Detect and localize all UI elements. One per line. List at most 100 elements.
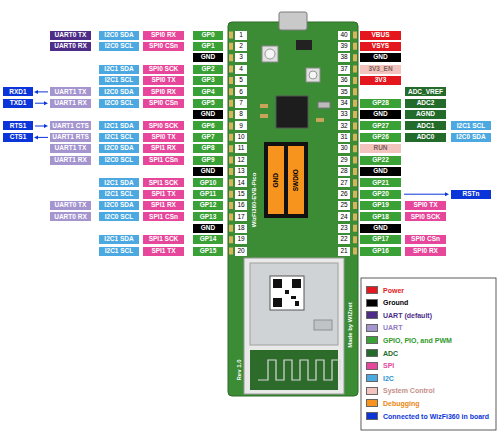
rp2040-chip — [276, 96, 308, 128]
pin-label: VBUS — [360, 31, 401, 40]
pin-label: UART1 TX — [50, 87, 91, 96]
pin-label: SPI0 TX — [143, 133, 184, 142]
pin-label: UART1 RX — [50, 156, 91, 165]
qr-code — [270, 276, 304, 310]
smd-part — [316, 118, 324, 122]
legend-text: ADC — [383, 350, 398, 357]
board-marking: Made by WIZnet — [347, 301, 353, 349]
pin-label: I2C0 SCL — [99, 42, 139, 51]
wire-arrowhead — [44, 124, 48, 128]
pin-number: 12 — [235, 156, 247, 165]
pcb — [228, 22, 358, 396]
pin-label: UART0 RX — [50, 42, 91, 51]
pin-label: SPI0 SCK — [143, 121, 184, 130]
pin-label: I2C1 SCL — [99, 133, 139, 142]
wire-arrowhead — [34, 90, 38, 94]
pin-label: GND — [193, 224, 223, 233]
pin-number: 33 — [338, 110, 350, 119]
pin-label: GP6 — [193, 121, 223, 130]
signal-wire — [35, 126, 45, 127]
pin-number: 32 — [338, 121, 350, 130]
qr-mark — [285, 290, 289, 294]
pin-label: UART0 RX — [50, 212, 91, 221]
pin-number: 17 — [235, 212, 247, 221]
pin-label: SPI0 RX — [405, 247, 446, 256]
pin-label: SPI1 SCK — [143, 235, 184, 244]
legend-swatch — [366, 387, 378, 395]
wire-arrowhead — [44, 101, 48, 105]
pin-number: 26 — [338, 190, 350, 199]
pin-number: 10 — [235, 133, 247, 142]
pin-label: I2C0 SDA — [99, 201, 139, 210]
legend-text: GPIO, PIO, and PWM — [383, 337, 452, 344]
pin-number: 2 — [235, 42, 247, 51]
pin-label: GP17 — [360, 235, 401, 244]
pin-label: SPI0 TX — [143, 76, 184, 85]
legend-row: SPI — [366, 361, 394, 371]
usb-connector — [279, 12, 307, 30]
pin-label: I2C1 SCL — [99, 76, 139, 85]
pin-number: 39 — [338, 42, 350, 51]
pin-label: GP3 — [193, 76, 223, 85]
pin-label: VSYS — [360, 42, 401, 51]
pin-label: AGND — [405, 110, 446, 119]
pin-label: RSTn — [451, 190, 491, 199]
pin-number: 18 — [235, 224, 247, 233]
pin-label: GP21 — [360, 178, 401, 187]
pin-label: UART1 TX — [50, 144, 91, 153]
flash-chip — [296, 40, 312, 50]
legend-row: System Control — [366, 386, 435, 396]
legend-row: UART — [366, 323, 402, 333]
pin-number: 35 — [338, 87, 350, 96]
pin-label: GP18 — [360, 212, 401, 221]
pin-number: 29 — [338, 156, 350, 165]
pin-number: 16 — [235, 201, 247, 210]
pin-label: 3V3 — [360, 76, 401, 85]
legend-row: I2C — [366, 373, 394, 383]
pin-label: GP20 — [360, 190, 401, 199]
pin-label: GND — [360, 110, 401, 119]
signal-wire — [404, 194, 446, 195]
legend-text: System Control — [383, 387, 435, 394]
pin-label: GP4 — [193, 87, 223, 96]
legend-row: Ground — [366, 298, 408, 308]
legend-text: Power — [383, 287, 404, 294]
pin-label: SPI1 RX — [143, 144, 184, 153]
pin-label: GP2 — [193, 65, 223, 74]
pin-label: GP7 — [193, 133, 223, 142]
button-cap — [265, 49, 275, 59]
pin-number: 20 — [235, 247, 247, 256]
legend-swatch — [366, 399, 378, 407]
pin-label: RUN — [360, 144, 401, 153]
crystal — [318, 102, 330, 108]
wizfi360-module — [244, 258, 344, 394]
pin-label: I2C1 SDA — [99, 178, 139, 187]
smd-part — [260, 104, 268, 108]
legend-swatch — [366, 374, 378, 382]
pin-label: I2C1 SCL — [451, 121, 491, 130]
pin-number: 1 — [235, 31, 247, 40]
pin-label: UART1 CTS — [50, 121, 91, 130]
pin-label: SPI0 RX — [143, 87, 184, 96]
pin-label: ADC0 — [405, 133, 446, 142]
pin-number: 15 — [235, 190, 247, 199]
pin-label: GND — [193, 110, 223, 119]
pin-label: GP5 — [193, 99, 223, 108]
pin-number: 6 — [235, 87, 247, 96]
pin-label: SPI1 CSn — [143, 212, 184, 221]
pin-label: TXD1 — [3, 99, 33, 108]
pin-label: RXD1 — [3, 87, 33, 96]
pin-number: 23 — [338, 224, 350, 233]
pin-label: GP12 — [193, 201, 223, 210]
module-marking — [314, 320, 332, 330]
pin-label: GP8 — [193, 144, 223, 153]
pin-label: GP16 — [360, 247, 401, 256]
qr-mark — [273, 298, 282, 307]
pin-label: I2C1 SCL — [99, 190, 139, 199]
legend-swatch — [366, 299, 378, 307]
legend-row: Connected to WizFi360 in board — [366, 411, 489, 421]
pin-number: 19 — [235, 235, 247, 244]
legend-text: I2C — [383, 375, 394, 382]
legend-text: SPI — [383, 362, 394, 369]
pin-label: SPI0 SCK — [405, 212, 446, 221]
